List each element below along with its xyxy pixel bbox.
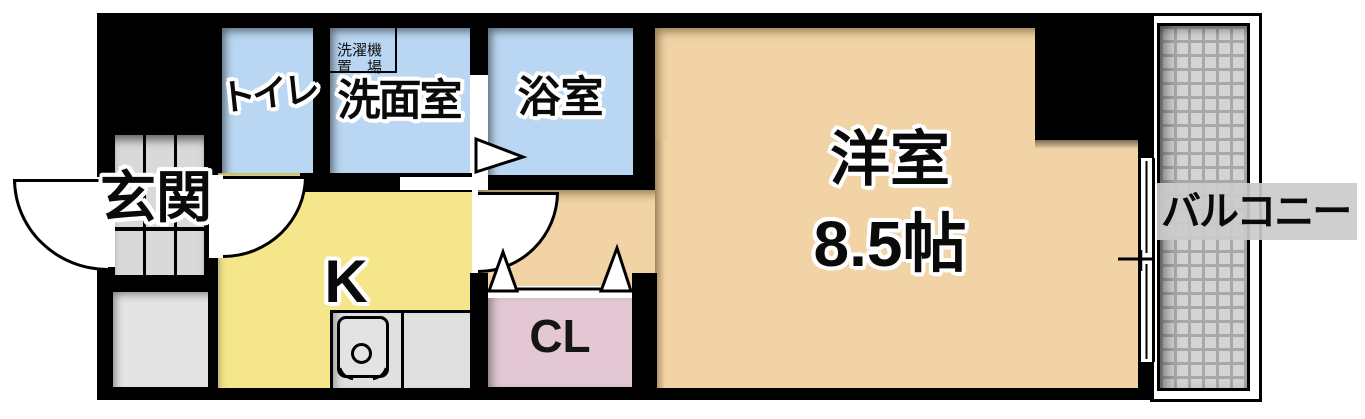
- closet-wall-left: [470, 273, 488, 388]
- storage-nook: [113, 292, 208, 387]
- closet-threshold: [488, 286, 632, 298]
- entrance-inner-doorway: [209, 175, 223, 258]
- washroom-room: [330, 28, 470, 175]
- western-room-label: 洋室: [830, 126, 950, 193]
- bathroom-label: 浴室: [517, 74, 604, 122]
- western-room-notch-shadow: [1035, 140, 1139, 149]
- washer-note-line2: 置 場: [337, 59, 383, 76]
- wall-segment-below-toilet: [300, 173, 400, 192]
- balcony-label-band: バルコニー: [1157, 183, 1357, 240]
- closet-label: CL: [529, 310, 591, 362]
- closet-room: [488, 298, 632, 387]
- toilet-room: [222, 28, 313, 173]
- sink-faucet-icon: [351, 343, 372, 364]
- western-room-size: 8.5帖: [813, 208, 967, 280]
- counter-divider: [401, 310, 404, 388]
- washer-space-box: 洗濯機 置 場: [330, 28, 397, 76]
- western-room-wall-shadow-left: [655, 140, 665, 388]
- western-room-main: [655, 140, 1138, 388]
- entrance-tile-floor: [115, 135, 207, 277]
- balcony-label: バルコニー: [1161, 190, 1352, 234]
- washer-note-line1: 洗濯機: [337, 42, 383, 59]
- washroom-doorway: [400, 173, 472, 192]
- balcony-window: [1138, 158, 1155, 362]
- closet-front-floor: [488, 273, 632, 288]
- western-room-upper: [655, 28, 1035, 140]
- kitchen-label: K: [324, 248, 368, 315]
- washroom-label: 洗面室: [337, 77, 463, 125]
- washer-space-note: 洗濯機 置 場: [337, 42, 382, 76]
- closet-wall-right: [632, 273, 657, 388]
- entrance-label: 玄関: [100, 166, 212, 229]
